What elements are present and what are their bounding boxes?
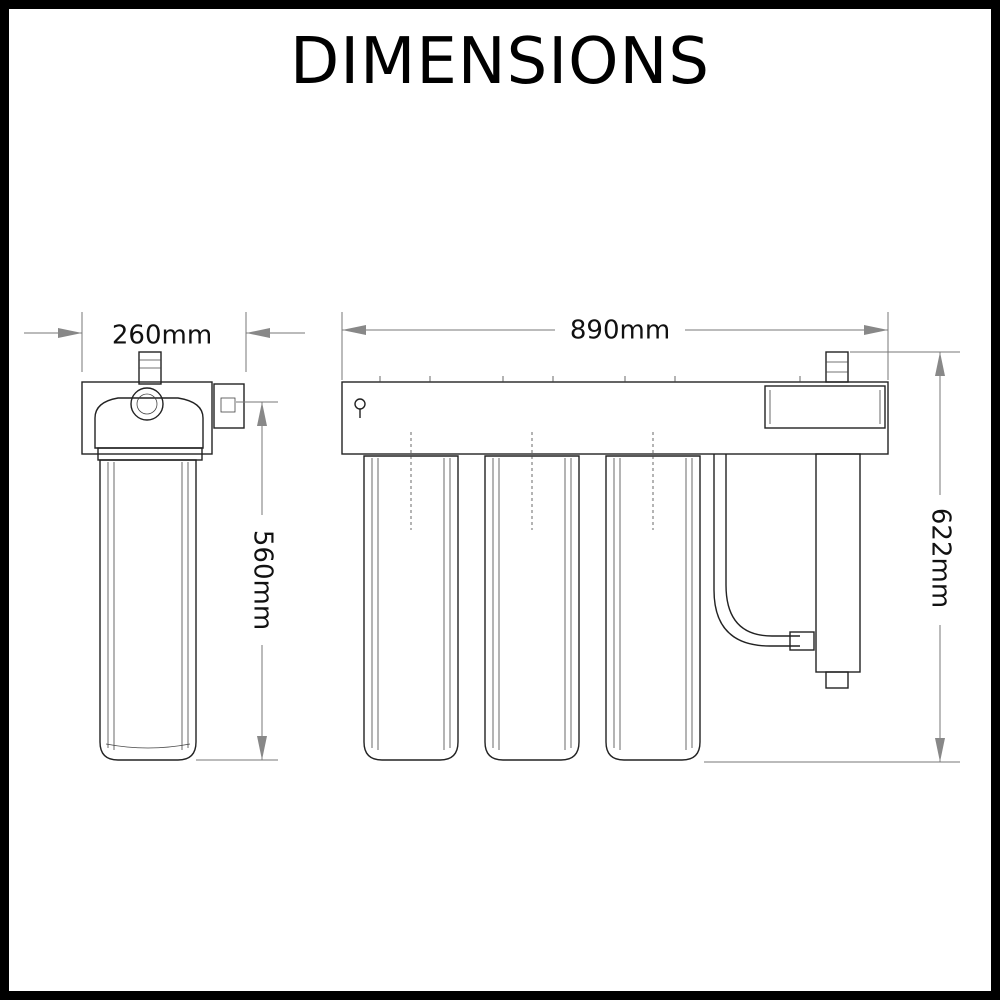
- front-view-drawing: [341, 351, 889, 761]
- front-height-dimension: 622mm: [704, 351, 960, 763]
- filter-housing-3: [605, 432, 701, 761]
- side-height-dimension: 560mm: [196, 401, 278, 761]
- front-height-label: 622mm: [926, 508, 956, 608]
- side-width-label: 260mm: [112, 321, 212, 351]
- front-width-label: 890mm: [570, 316, 670, 346]
- page-title: DIMENSIONS: [289, 25, 711, 99]
- filter-housing-2: [484, 432, 580, 761]
- side-width-dimension: 260mm: [24, 312, 305, 372]
- front-width-dimension: 890mm: [341, 312, 889, 380]
- side-view-drawing: [81, 351, 245, 761]
- filter-housing-1: [363, 432, 459, 761]
- side-height-label: 560mm: [248, 530, 278, 630]
